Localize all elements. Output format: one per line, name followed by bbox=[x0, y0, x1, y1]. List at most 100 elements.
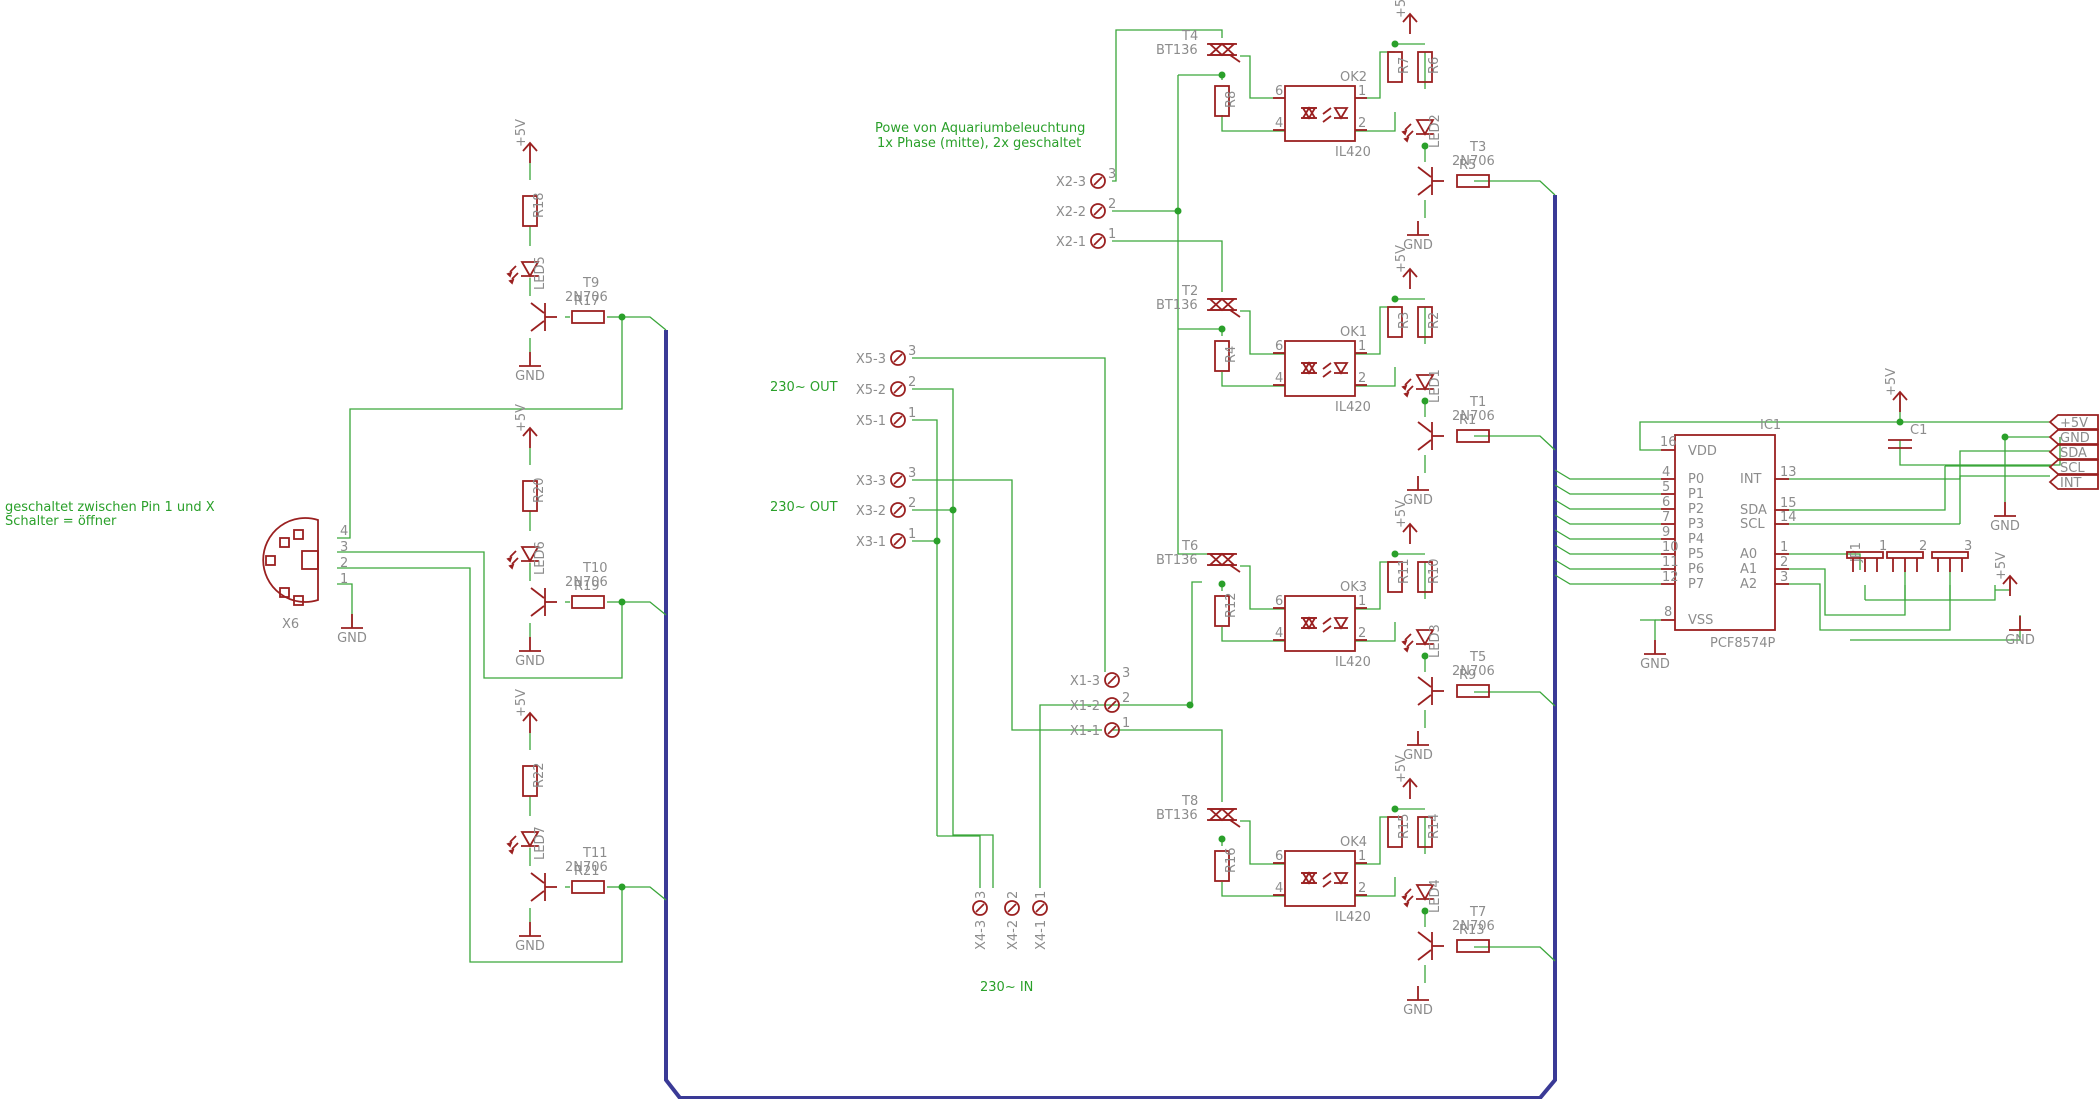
terminal-pin: 3 bbox=[1108, 167, 1116, 182]
led-triangle bbox=[520, 546, 540, 563]
vcc-label: +5V bbox=[514, 689, 529, 717]
ic-pin-number: 7 bbox=[1662, 510, 1670, 525]
resistor-label: R20 bbox=[532, 477, 547, 503]
switch-note-line-1: geschaltet zwischen Pin 1 und X bbox=[5, 500, 215, 515]
terminal-pin: 1 bbox=[1108, 227, 1116, 242]
resistor-body bbox=[522, 480, 538, 512]
junctions bbox=[618, 40, 2009, 915]
terminal-screw bbox=[890, 502, 906, 518]
opto-value: IL420 bbox=[1335, 910, 1371, 925]
led-label: LED1 bbox=[1428, 369, 1443, 403]
resistor-label: R3 bbox=[1397, 312, 1412, 329]
ic-pin-number: 12 bbox=[1662, 570, 1679, 585]
resistor-body bbox=[1387, 306, 1403, 338]
resistor-body bbox=[1456, 939, 1490, 953]
header-label: +5V bbox=[2060, 416, 2088, 431]
ic-pin-number: 1 bbox=[1780, 540, 1788, 555]
opto-value: IL420 bbox=[1335, 400, 1371, 415]
resistor-label: R8 bbox=[1224, 91, 1239, 108]
opto-name: OK2 bbox=[1340, 70, 1367, 85]
ic-pin-name: SDA bbox=[1740, 503, 1767, 518]
led-label: LED6 bbox=[533, 541, 548, 575]
ic-part: PCF8574P bbox=[1710, 636, 1775, 651]
led-label: LED4 bbox=[1428, 879, 1443, 913]
resistor-body bbox=[1456, 429, 1490, 443]
led-label: LED7 bbox=[533, 826, 548, 860]
resistor-label: R12 bbox=[1224, 592, 1239, 618]
terminal-screw bbox=[890, 381, 906, 397]
terminal-label: X3-1 bbox=[856, 535, 886, 550]
resistor-body bbox=[1456, 684, 1490, 698]
terminal-screw bbox=[890, 350, 906, 366]
terminal-label: X5-1 bbox=[856, 414, 886, 429]
ic-pin-name: A0 bbox=[1740, 547, 1757, 562]
ic-pin-name: A2 bbox=[1740, 577, 1757, 592]
connector-name: X6 bbox=[282, 617, 299, 632]
resistor-label: R14 bbox=[1427, 813, 1442, 839]
led-triangle bbox=[1415, 374, 1435, 391]
ic-pin-number: 13 bbox=[1780, 465, 1797, 480]
resistor-body bbox=[1214, 850, 1230, 882]
resistor-label: R13 bbox=[1459, 923, 1485, 938]
ic-pin-name: P7 bbox=[1688, 577, 1704, 592]
led-triangle bbox=[1415, 884, 1435, 901]
transistor-name: T9 bbox=[582, 276, 599, 291]
triac-name: T2 bbox=[1181, 284, 1198, 299]
resistor-label: R10 bbox=[1427, 558, 1442, 584]
gnd-label: GND bbox=[2005, 633, 2035, 648]
out-note-a: 230~ OUT bbox=[770, 380, 838, 395]
resistor-label: R9 bbox=[1459, 668, 1476, 683]
ic-pin-name: P2 bbox=[1688, 502, 1704, 517]
terminal-label: X5-3 bbox=[856, 352, 886, 367]
led-triangle bbox=[520, 261, 540, 278]
ic-pin-name: P4 bbox=[1688, 532, 1704, 547]
resistor-body bbox=[1387, 51, 1403, 83]
terminal-screw bbox=[1104, 697, 1120, 713]
gnd-label: GND bbox=[1640, 657, 1670, 672]
ic-pin-name: INT bbox=[1740, 472, 1762, 487]
vcc-label: +5V bbox=[1394, 755, 1409, 783]
resistor-body bbox=[1417, 561, 1433, 593]
triac-value: BT136 bbox=[1156, 43, 1198, 58]
terminal-screw bbox=[1032, 900, 1048, 916]
triac-value: BT136 bbox=[1156, 808, 1198, 823]
ic-pin-name: SCL bbox=[1740, 517, 1765, 532]
terminal-pin: 3 bbox=[908, 466, 916, 481]
ic-pin-name: P6 bbox=[1688, 562, 1704, 577]
triac-name: T6 bbox=[1181, 539, 1198, 554]
header-label: INT bbox=[2060, 476, 2082, 491]
notes: Powe von Aquariumbeleuchtung 1x Phase (m… bbox=[5, 121, 1085, 995]
vcc-label: +5V bbox=[1884, 368, 1899, 396]
opto-pin: 4 bbox=[1275, 116, 1283, 131]
vcc-label: +5V bbox=[1394, 245, 1409, 273]
triac-name: T4 bbox=[1181, 29, 1198, 44]
vcc-label: +5V bbox=[1994, 552, 2009, 580]
wiring bbox=[337, 29, 2061, 1099]
ic-pin-number: 15 bbox=[1780, 496, 1797, 511]
opto-name: OK3 bbox=[1340, 580, 1367, 595]
terminal-label: X1-2 bbox=[1070, 699, 1100, 714]
led-triangle bbox=[1415, 119, 1435, 136]
gnd-label: GND bbox=[1403, 493, 1433, 508]
jumper-pin: 2 bbox=[1919, 539, 1927, 554]
ic-pin-name: P5 bbox=[1688, 547, 1704, 562]
resistor-label: R18 bbox=[532, 192, 547, 218]
signal-bus bbox=[664, 195, 1557, 1099]
terminal-pin: 2 bbox=[908, 375, 916, 390]
terminal-screw bbox=[890, 412, 906, 428]
terminal-pin: 1 bbox=[908, 527, 916, 542]
ic-pin-number: 8 bbox=[1664, 605, 1672, 620]
gnd-label: GND bbox=[515, 369, 545, 384]
opto-pin: 1 bbox=[1358, 339, 1366, 354]
in-note: 230~ IN bbox=[980, 980, 1033, 995]
terminal-label: X1-3 bbox=[1070, 674, 1100, 689]
opto-pin: 2 bbox=[1358, 881, 1366, 896]
